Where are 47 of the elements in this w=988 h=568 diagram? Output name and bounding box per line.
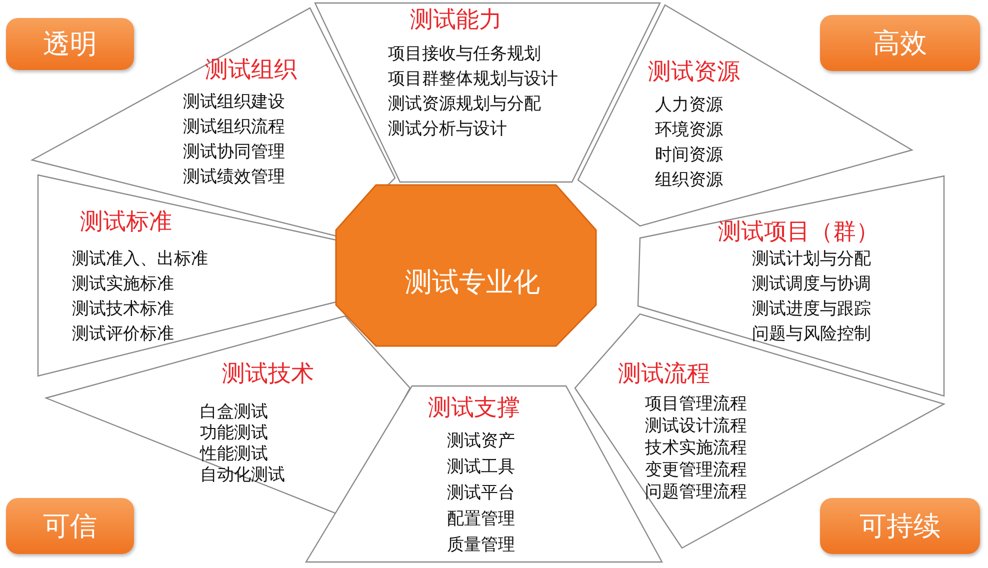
list-item: 性能测试 [200, 443, 268, 465]
list-item: 问题与风险控制 [752, 323, 871, 345]
list-item: 测试设计流程 [645, 415, 747, 437]
list-item: 测试资产 [447, 430, 515, 452]
list-item: 功能测试 [200, 422, 268, 444]
panel-heading: 测试技术 [222, 360, 314, 388]
list-item: 白盒测试 [200, 401, 268, 423]
list-item: 测试工具 [447, 456, 515, 478]
list-item: 测试准入、出标准 [72, 248, 208, 270]
list-item: 测试绩效管理 [183, 166, 285, 188]
list-item: 测试计划与分配 [752, 248, 871, 270]
list-item: 项目接收与任务规划 [388, 43, 541, 65]
list-item: 测试组织流程 [183, 116, 285, 138]
list-item: 人力资源 [655, 94, 723, 116]
list-item: 项目群整体规划与设计 [388, 68, 558, 90]
center-label: 测试专业化 [405, 266, 540, 300]
panel-heading: 测试资源 [648, 58, 740, 86]
panel-heading: 测试组织 [205, 56, 297, 84]
value-badge: 透明 [6, 18, 134, 70]
list-item: 技术实施流程 [645, 437, 747, 459]
list-item: 测试进度与跟踪 [752, 298, 871, 320]
list-item: 组织资源 [655, 169, 723, 191]
list-item: 质量管理 [447, 534, 515, 556]
list-item: 测试协同管理 [183, 141, 285, 163]
panel-heading: 测试标准 [80, 208, 172, 236]
list-item: 变更管理流程 [645, 459, 747, 481]
list-item: 测试调度与协调 [752, 273, 871, 295]
value-badge: 可持续 [820, 498, 980, 554]
value-badge: 可信 [6, 498, 134, 554]
list-item: 测试资源规划与分配 [388, 93, 541, 115]
list-item: 配置管理 [447, 508, 515, 530]
panel-heading: 测试能力 [410, 6, 502, 34]
list-item: 测试技术标准 [72, 298, 174, 320]
panel-heading: 测试流程 [618, 360, 710, 388]
panel-heading: 测试项目（群） [718, 218, 879, 246]
list-item: 测试分析与设计 [388, 118, 507, 140]
list-item: 测试实施标准 [72, 273, 174, 295]
list-item: 项目管理流程 [645, 393, 747, 415]
list-item: 测试组织建设 [183, 91, 285, 113]
list-item: 时间资源 [655, 144, 723, 166]
value-badge: 高效 [820, 15, 980, 71]
list-item: 测试评价标准 [72, 323, 174, 345]
panel-heading: 测试支撑 [428, 394, 520, 422]
list-item: 问题管理流程 [645, 481, 747, 503]
list-item: 环境资源 [655, 119, 723, 141]
list-item: 自动化测试 [200, 464, 285, 486]
list-item: 测试平台 [447, 482, 515, 504]
